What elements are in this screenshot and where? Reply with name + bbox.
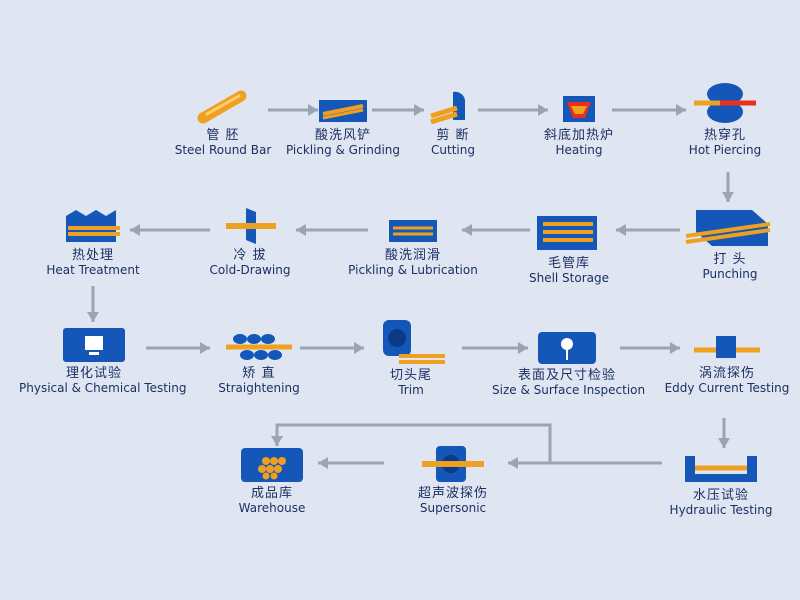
step-label-cn: 热穿孔: [703, 128, 746, 143]
arrow-storage-to-pickling-lube: [462, 224, 530, 236]
step-label-en: Straightening: [218, 381, 300, 395]
step-label-en: Pickling & Grinding: [285, 143, 401, 157]
step-pickling-lubrication: 酸洗润滑 Pickling & Lubrication: [338, 216, 488, 277]
step-label-cn: 酸洗风铲: [314, 128, 371, 143]
step-cutting: 剪 断 Cutting: [378, 86, 528, 157]
step-label-en: Supersonic: [419, 501, 487, 515]
step-label-cn: 剪 断: [436, 128, 470, 143]
step-eddy-current-testing: 涡流探伤 Eddy Current Testing: [652, 330, 800, 395]
step-label-en: Hot Piercing: [688, 143, 762, 157]
arrow-heating-to-piercing: [612, 104, 686, 116]
arrow-eddy-to-hydraulic: [718, 418, 730, 448]
step-hydraulic-testing: 水压试验 Hydraulic Testing: [646, 450, 796, 517]
step-label-cn: 表面及尺寸检验: [517, 368, 616, 383]
arrow-punching-to-storage: [616, 224, 680, 236]
step-warehouse: 成品库 Warehouse: [197, 446, 347, 515]
arrow-inspection-to-eddy: [620, 342, 680, 354]
step-label-en: Hydraulic Testing: [669, 503, 773, 517]
step-label-cn: 矫 直: [242, 366, 276, 381]
ultrasonic-icon: [422, 446, 484, 482]
heating-furnace-icon: [563, 96, 595, 122]
step-straightening: 矫 直 Straightening: [184, 330, 334, 395]
step-label-cn: 理化试验: [65, 366, 122, 381]
arrow-pickling-to-cutting: [372, 104, 424, 116]
step-label-cn: 成品库: [250, 486, 293, 501]
heat-treatment-icon: [66, 210, 120, 242]
step-supersonic: 超声波探伤 Supersonic: [378, 444, 528, 515]
punching-icon: [685, 210, 771, 246]
arrow-hydraulic-to-supersonic: [508, 457, 662, 469]
step-label-en: Steel Round Bar: [174, 143, 272, 157]
hydraulic-press-icon: [685, 456, 757, 482]
step-label-en: Shell Storage: [528, 271, 610, 285]
shell-storage-icon: [537, 216, 597, 250]
arrow-straightening-to-trim: [300, 342, 364, 354]
step-label-en: Cold-Drawing: [209, 263, 291, 277]
step-label-cn: 酸洗润滑: [384, 248, 441, 263]
pickling-grinding-icon: [319, 100, 367, 122]
step-hot-piercing: 热穿孔 Hot Piercing: [650, 80, 800, 157]
step-label-cn: 斜底加热炉: [543, 128, 614, 143]
step-label-cn: 涡流探伤: [698, 366, 755, 381]
pickling-lubrication-icon: [389, 220, 437, 242]
arrow-drawing-to-heat-treatment: [130, 224, 210, 236]
step-label-en: Eddy Current Testing: [664, 381, 790, 395]
arrow-bypass-to-warehouse: [271, 423, 552, 463]
arrow-trim-to-inspection: [462, 342, 528, 354]
arrow-heat-to-lab: [87, 286, 99, 322]
warehouse-icon: [241, 448, 303, 482]
step-label-en: Physical & Chemical Testing: [19, 381, 187, 395]
arrow-piercing-to-punching: [722, 172, 734, 202]
arrow-supersonic-to-warehouse: [318, 457, 384, 469]
step-cold-drawing: 冷 拔 Cold-Drawing: [175, 206, 325, 277]
step-label-en: Heat Treatment: [46, 263, 140, 277]
step-label-en: Pickling & Lubrication: [348, 263, 478, 277]
eddy-current-icon: [694, 336, 760, 358]
step-label-en: Heating: [555, 143, 603, 157]
step-label-en: Punching: [702, 267, 758, 281]
step-label-cn: 切头尾: [389, 368, 432, 383]
straightening-rollers-icon: [226, 334, 292, 360]
arrow-cutting-to-heating: [478, 104, 548, 116]
step-heating: 斜底加热炉 Heating: [504, 92, 654, 157]
step-steel-round-bar: 管 胚 Steel Round Bar: [148, 86, 298, 157]
step-label-en: Warehouse: [238, 501, 306, 515]
step-label-en: Size & Surface Inspection: [492, 383, 646, 397]
step-label-cn: 水压试验: [692, 488, 749, 503]
step-shell-storage: 毛管库 Shell Storage: [494, 210, 644, 285]
inspection-icon: [538, 332, 596, 364]
step-label-cn: 管 胚: [206, 128, 240, 143]
step-label-en: Cutting: [431, 143, 475, 157]
trim-saw-icon: [383, 320, 445, 364]
step-size-surface-inspection: 表面及尺寸检验 Size & Surface Inspection: [492, 330, 646, 397]
steel-round-bar-icon: [197, 90, 247, 124]
step-punching: 打 头 Punching: [655, 206, 800, 281]
step-label-cn: 打 头: [713, 252, 747, 267]
lab-monitor-icon: [63, 328, 125, 362]
arrow-bar-to-pickling: [268, 104, 318, 116]
step-label-cn: 热处理: [71, 248, 114, 263]
arrow-pickling-lube-to-drawing: [296, 224, 368, 236]
step-pickling-grinding: 酸洗风铲 Pickling & Grinding: [268, 96, 418, 157]
step-label-cn: 冷 拔: [233, 248, 267, 263]
step-label-cn: 毛管库: [547, 256, 590, 271]
step-heat-treatment: 热处理 Heat Treatment: [18, 206, 168, 277]
step-label-cn: 超声波探伤: [417, 486, 488, 501]
cutting-icon: [430, 91, 465, 125]
step-physical-chemical-testing: 理化试验 Physical & Chemical Testing: [19, 326, 187, 395]
hot-piercing-icon: [694, 83, 756, 123]
step-trim: 切头尾 Trim: [336, 318, 486, 397]
arrow-lab-to-straightening: [146, 342, 210, 354]
cold-drawing-icon: [226, 208, 276, 244]
step-label-en: Trim: [398, 383, 424, 397]
